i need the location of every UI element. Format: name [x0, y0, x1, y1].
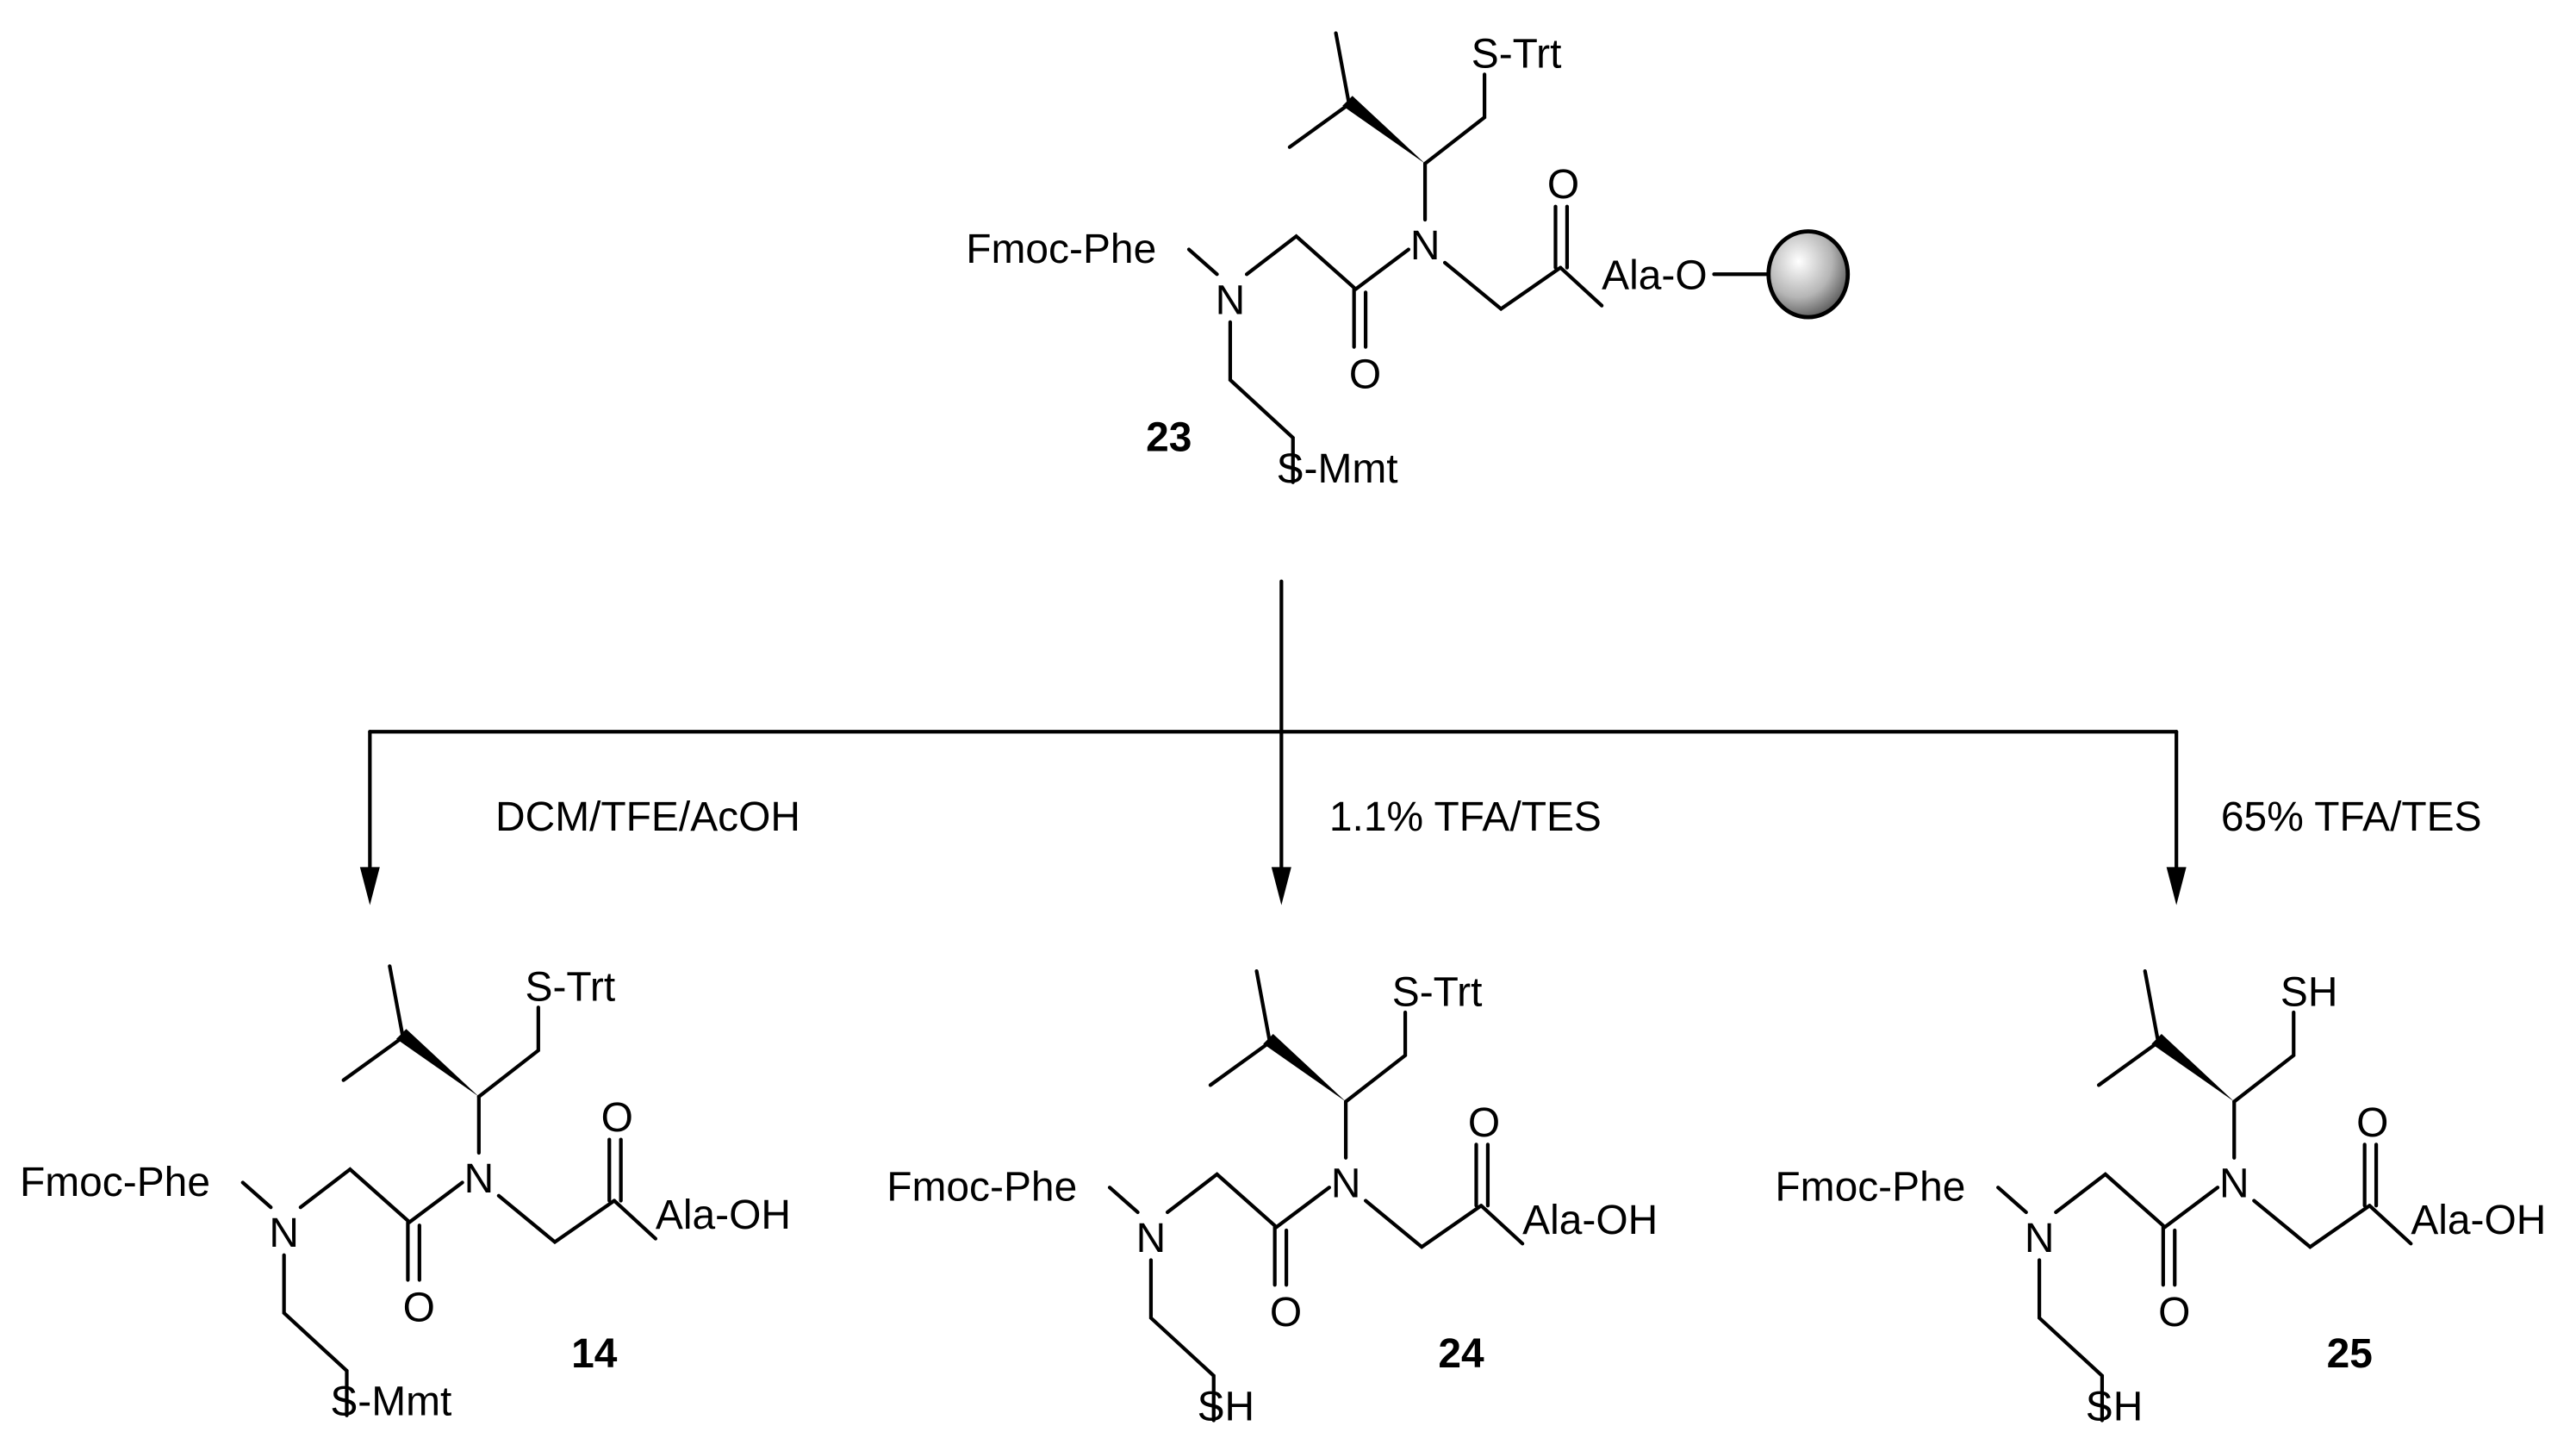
- bottom-thiol-label: S-Mmt: [330, 1379, 451, 1425]
- n1-label: N: [1136, 1216, 1167, 1261]
- carbonyl-o-label: O: [2158, 1290, 2190, 1335]
- n-terminus-label: Fmoc-Phe: [966, 227, 1156, 272]
- carbonyl-o-label: O: [403, 1285, 435, 1330]
- top-thiol-label: S-Trt: [1392, 969, 1483, 1015]
- n1-label: N: [2025, 1216, 2055, 1261]
- n2-label: N: [464, 1156, 495, 1202]
- reaction-arrows: [359, 579, 2187, 906]
- n-terminus-label: Fmoc-Phe: [20, 1160, 210, 1205]
- carbonyl-o-label: O: [1349, 352, 1381, 398]
- c-terminus-label: Ala-O: [1602, 253, 1707, 299]
- c-terminus-label: Ala-OH: [2411, 1198, 2546, 1243]
- condition-label: 1.1% TFA/TES: [1329, 794, 1602, 840]
- carbonyl-o-label: O: [1270, 1290, 1302, 1335]
- top-thiol-label: SH: [2280, 969, 2338, 1015]
- compound-label-24: 24: [1438, 1331, 1484, 1377]
- bottom-thiol-label: SH: [2086, 1384, 2144, 1429]
- product-24: Fmoc-Phe N N O O S-Trt SH Ala-OH 24: [887, 969, 1658, 1429]
- n2-label: N: [2219, 1161, 2249, 1207]
- c-terminus-label: Ala-OH: [656, 1192, 791, 1238]
- carbonyl-o-label: O: [1468, 1100, 1500, 1146]
- n1-label: N: [1216, 277, 1246, 323]
- compound-label-23: 23: [1146, 414, 1192, 460]
- top-thiol-label: S-Trt: [1472, 32, 1562, 78]
- carbonyl-o-label: O: [1547, 162, 1579, 208]
- carbonyl-o-label: O: [601, 1095, 633, 1141]
- product-14: Fmoc-Phe N N O O S-Trt S-Mmt Ala-OH 14: [20, 965, 791, 1425]
- resin-bead-icon: [1766, 229, 1851, 320]
- bottom-thiol-label: SH: [1198, 1384, 1255, 1429]
- bottom-thiol-label: S-Mmt: [1277, 446, 1398, 492]
- product-25: Fmoc-Phe N N O O SH SH Ala-OH 25: [1775, 969, 2546, 1429]
- n2-label: N: [1410, 223, 1440, 269]
- n1-label: N: [269, 1211, 299, 1256]
- top-thiol-label: S-Trt: [526, 965, 616, 1011]
- carbonyl-o-label: O: [2356, 1100, 2388, 1146]
- condition-label: DCM/TFE/AcOH: [495, 794, 800, 840]
- n2-label: N: [1331, 1161, 1361, 1207]
- compound-label-14: 14: [571, 1331, 618, 1377]
- n-terminus-label: Fmoc-Phe: [1775, 1165, 1965, 1211]
- n-terminus-label: Fmoc-Phe: [887, 1165, 1077, 1211]
- compound-label-25: 25: [2327, 1331, 2373, 1377]
- starting-material-23: Fmoc-Phe N N O O S-Trt S-Mmt Ala-O: [966, 32, 1851, 492]
- condition-label: 65% TFA/TES: [2221, 794, 2482, 840]
- c-terminus-label: Ala-OH: [1522, 1198, 1658, 1243]
